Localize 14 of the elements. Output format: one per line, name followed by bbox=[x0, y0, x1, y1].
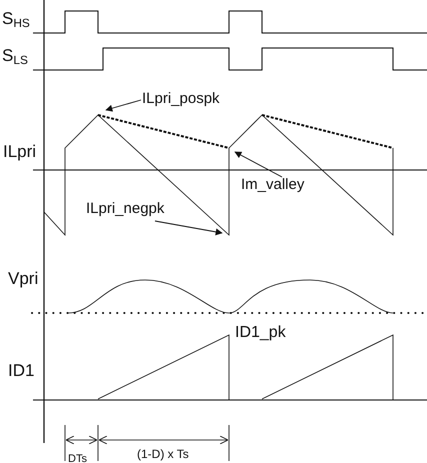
callout-label: ILpri_pospk bbox=[142, 90, 220, 107]
signal-label: ID1_pk bbox=[235, 324, 286, 342]
signal-label: S$_{LS}$ bbox=[2, 47, 28, 68]
signal-label: (1-D) x Ts bbox=[137, 448, 189, 462]
signal-label: DTs bbox=[68, 453, 87, 463]
leader-arrow bbox=[154, 220, 223, 236]
signal-label: ID1 bbox=[8, 362, 34, 381]
callout-label: Im_valley bbox=[241, 176, 304, 193]
signal-label: Vpri bbox=[8, 270, 38, 289]
leader-arrow bbox=[105, 100, 142, 112]
signal-label: S$_{HS}$ bbox=[2, 10, 30, 30]
callout-label: ILpri_negpk bbox=[86, 200, 164, 217]
signal-label: ILpri bbox=[3, 143, 36, 162]
leader-arrow bbox=[234, 152, 282, 178]
